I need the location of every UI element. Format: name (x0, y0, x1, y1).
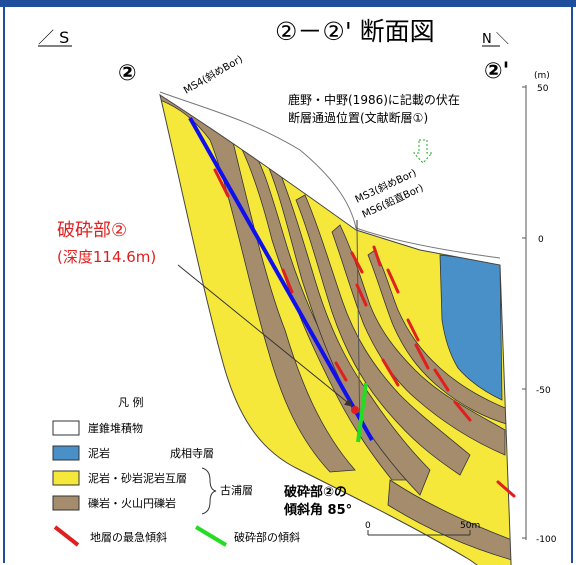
ms4-borehole-line (188, 117, 374, 441)
ground-surface-line (159, 91, 501, 259)
legend-label-mudstone: 泥岩 (88, 446, 110, 460)
dip-mark (414, 343, 430, 370)
legend-swatch-talus (52, 420, 80, 436)
dip-mark (334, 361, 348, 382)
legend-line-label-steepest-dip: 地層の最急傾斜 (90, 530, 167, 544)
legend-green-line (194, 525, 228, 547)
scale-bar (367, 530, 471, 536)
strata-dip-marks (213, 168, 516, 498)
elevation-tick-minus50: -50 (536, 386, 551, 396)
dip-mark (355, 283, 368, 307)
legend-swatch-alternation (52, 470, 80, 486)
scale-start-label: 0 (365, 521, 371, 531)
gravel-band-2 (239, 139, 411, 481)
gravel-band-4 (295, 194, 471, 476)
legend-swatch-conglomerate (52, 495, 80, 511)
geologic-section (159, 91, 512, 565)
dip-mark (381, 358, 400, 387)
legend-red-line (53, 525, 80, 547)
crush-zone-point (351, 406, 359, 414)
dip-mark (350, 251, 364, 274)
legend-swatch-mudstone (52, 445, 80, 461)
legend-group-joshoji: 成相寺層 (170, 447, 214, 460)
legend-swatches (52, 420, 228, 547)
elevation-tick-0: 0 (538, 235, 544, 245)
section-outline (159, 93, 512, 565)
ms4-label: MS4(斜めBor) (181, 52, 245, 96)
dip-mark (213, 168, 230, 198)
legend-brace (201, 467, 217, 515)
dip-mark (406, 318, 420, 342)
dip-mark (453, 400, 472, 422)
crush-zone-label-line1: 破砕部② (57, 220, 127, 241)
crush-zone-label-line2: (深度114.6m) (57, 248, 156, 266)
dip-mark (386, 268, 400, 294)
direction-left-label: ／ S (38, 28, 69, 47)
gravel-band-5 (331, 224, 506, 456)
page-title: ②－②' 断面図 (275, 17, 435, 46)
elevation-axis (522, 85, 527, 540)
section-start-label: ② (118, 61, 137, 86)
dip-mark (496, 480, 516, 498)
fault-location-arrow-icon (412, 139, 434, 164)
crush-zone-leader (177, 264, 353, 407)
fault-note-line1: 鹿野・中野(1986)に記載の伏在 (288, 92, 460, 107)
dip-mark (281, 268, 294, 294)
elevation-unit: (m) (534, 71, 550, 81)
legend-label-conglomerate: 礫岩・火山円礫岩 (88, 496, 176, 510)
elevation-tick-50: 50 (537, 84, 549, 94)
direction-right-label: N ＼ (482, 32, 509, 47)
legend-title: 凡 例 (118, 395, 144, 409)
fault-note-line2: 断層通過位置(文献断層①) (288, 110, 428, 125)
gravel-band-7 (387, 479, 512, 561)
dip-note-line2: 傾斜角 85° (283, 502, 352, 518)
legend-label-talus: 崖錐堆積物 (88, 421, 143, 435)
legend-group-koura: 古浦層 (220, 484, 253, 497)
gravel-band-1 (160, 95, 356, 473)
dip-mark (433, 368, 450, 392)
dip-mark (372, 245, 382, 267)
section-end-label: ②' (484, 59, 509, 84)
mudstone-block (439, 254, 503, 401)
crush-zone-dip-mark (356, 382, 368, 443)
scale-end-label: 50m (460, 521, 480, 531)
dip-note-line1: 破砕部②の (284, 484, 347, 500)
elevation-tick-minus100: -100 (536, 535, 557, 545)
legend-line-label-crush-dip: 破砕部の傾斜 (234, 530, 300, 544)
legend-label-alternation: 泥岩・砂岩泥岩互層 (88, 471, 187, 485)
top-border (0, 0, 576, 7)
gravel-band-3 (261, 149, 431, 496)
figure-frame (3, 7, 573, 563)
